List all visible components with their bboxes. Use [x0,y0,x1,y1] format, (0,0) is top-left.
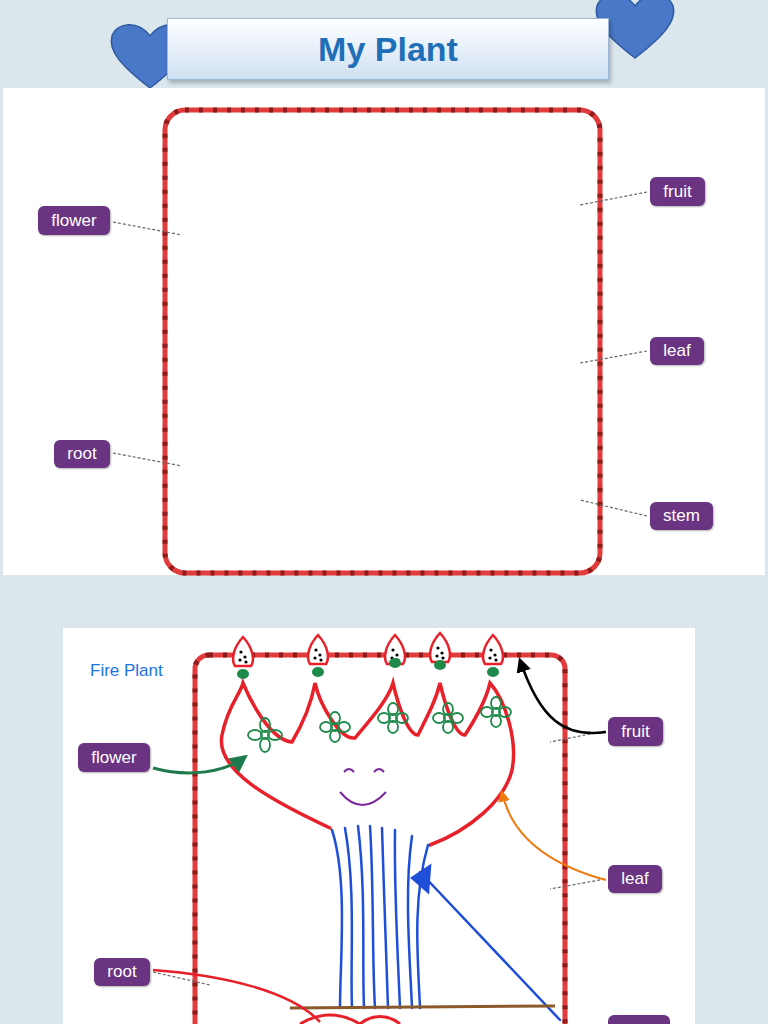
label-tag: flower [78,743,150,772]
panel [3,88,765,575]
frame [195,655,565,1024]
leader-line [580,192,647,205]
label-tag: leaf [650,337,704,365]
part-name: leaf [663,341,690,361]
small-flowers [248,697,511,752]
label-tag: root [54,440,110,468]
stem [332,826,560,1020]
frame [165,110,600,573]
face [340,769,386,805]
leader-line [580,500,647,516]
title: My Plant [318,30,458,69]
part-name: flower [91,748,136,768]
leader-line [113,453,182,466]
part-name: flower [51,211,96,231]
title-banner: My Plant [167,18,609,80]
label-tag: fruit [608,717,663,746]
frame-dash [165,110,600,573]
part-name: leaf [621,869,648,889]
part-name: stem [663,506,700,526]
fruits [233,633,503,679]
label-tag: root [94,958,150,986]
plant-name: Fire Plant [90,661,163,681]
plant-outline [221,683,513,845]
label-tag: fruit [650,177,705,206]
label-tag: stem [650,502,713,530]
part-name: root [67,444,96,464]
panel [63,628,695,1024]
leader-line [550,879,605,889]
part-name: fruit [621,722,649,742]
frame-dash [195,655,565,1024]
ground [290,1006,555,1008]
part-name: fruit [663,182,691,202]
pointer-arrow [502,792,606,880]
leader-line [113,222,182,235]
leader-line [580,351,647,363]
pointer-line [153,970,320,1022]
pointer-arrow [520,660,606,733]
label-tag: flower [38,206,110,235]
label-tag: leaf [608,865,662,893]
part-name: root [107,962,136,982]
tag-cut-off [608,1015,670,1024]
pointer-arrow [153,757,245,773]
